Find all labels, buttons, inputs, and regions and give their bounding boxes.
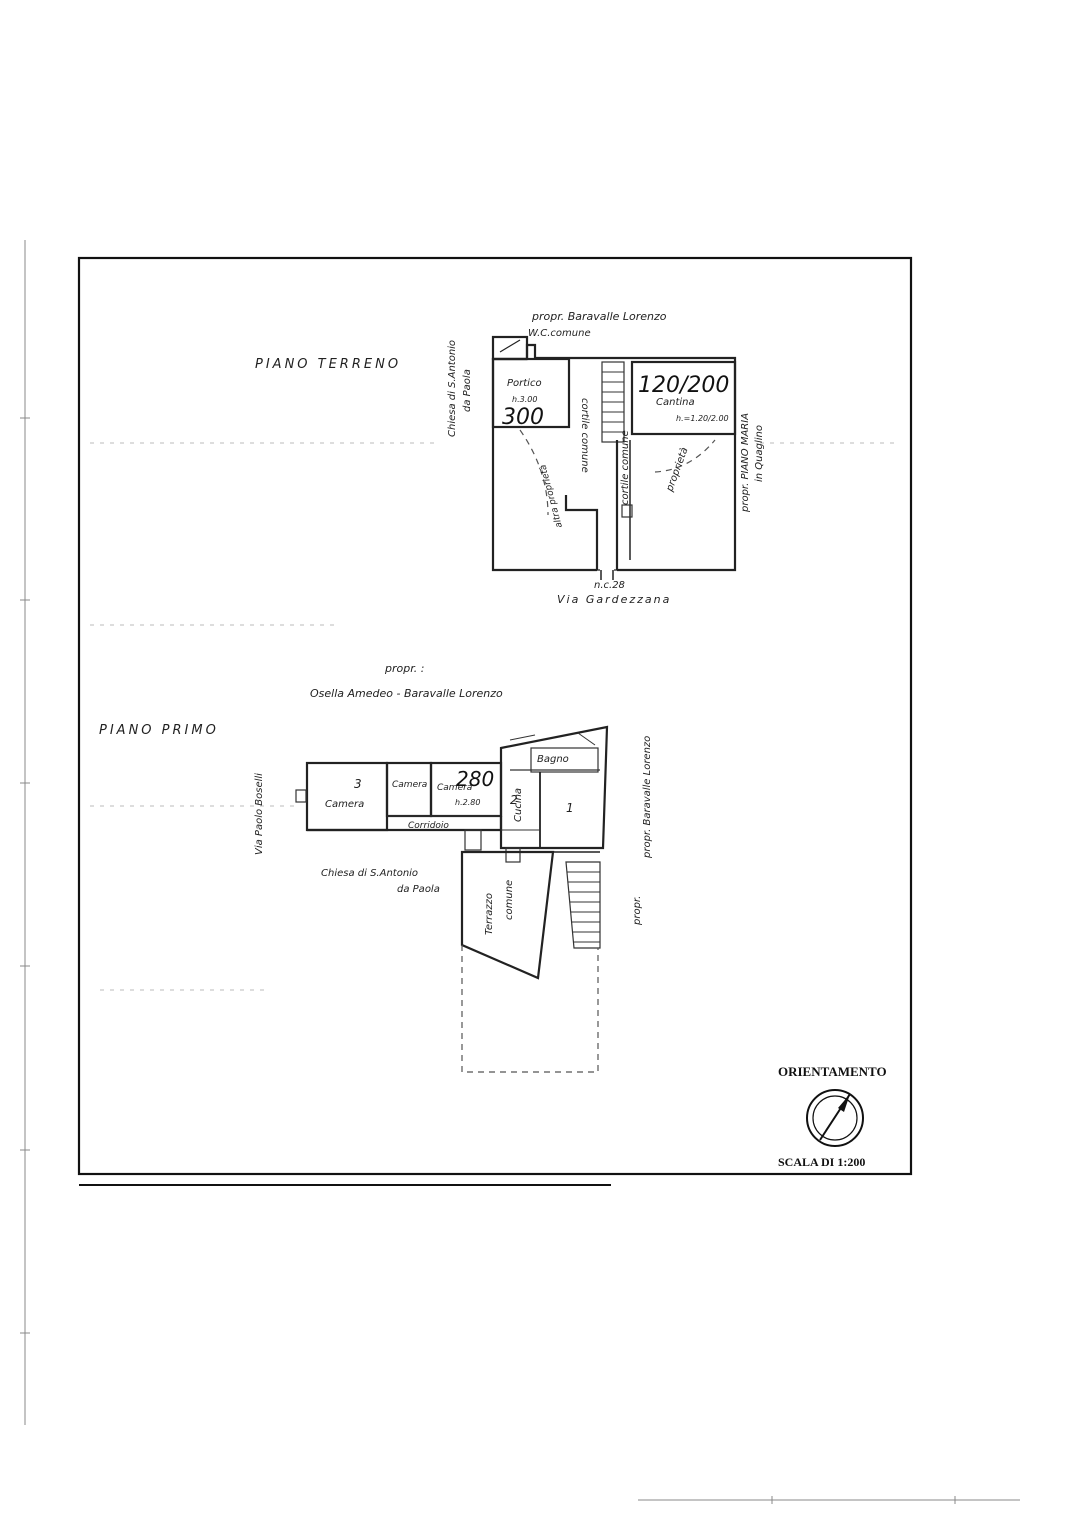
first-height-handwritten: 280 (456, 767, 494, 791)
portico-height: h.3.00 (512, 395, 537, 404)
first-floor-title: PIANO PRIMO (99, 723, 219, 738)
cantina-room (630, 360, 737, 436)
room-3-number: 3 (354, 777, 362, 791)
north-arrow-icon (806, 1089, 864, 1147)
first-church-line2: da Paola (397, 884, 440, 895)
corridoio-label: Corridoio (408, 821, 449, 831)
room-3-camera (305, 761, 389, 832)
owners-names: Osella Amedeo - Baravalle Lorenzo (310, 687, 503, 700)
camera-small-label: Camera (392, 780, 427, 790)
scan-guides (90, 442, 900, 991)
terrazzo-comune-label: comune (504, 880, 515, 920)
other-property-label: altra proprietà (538, 463, 564, 528)
cortile-lane-label: cortile comune (620, 430, 631, 505)
room-1-number: 1 (566, 801, 574, 815)
house-number: n.c.28 (594, 580, 625, 591)
first-floor-stair (565, 861, 601, 949)
ground-church-line2: da Paola (462, 369, 473, 412)
ground-church-line1: Chiesa di S.Antonio (447, 340, 458, 437)
street-label: Via Gardezzana (557, 593, 671, 606)
terrazzo-label: Terrazzo (484, 893, 495, 935)
room-2-label: Cucina (513, 788, 524, 822)
courtyard-dashed (461, 945, 599, 1073)
camera-mid-height: h.2.80 (455, 798, 480, 807)
first-floor-plan (295, 725, 609, 1073)
page-margin-marks (20, 240, 1020, 1504)
portico-label: Portico (507, 378, 542, 389)
right-owner-line1: propr. PIANO MARIA (740, 413, 751, 513)
corridor-walls (307, 816, 503, 832)
portico-room (491, 357, 571, 429)
ground-floor-title: PIANO TERRENO (255, 357, 401, 372)
ground-floor-plan (491, 335, 737, 580)
room-2-number: 2 (510, 793, 518, 807)
room-3-label: Camera (325, 799, 364, 810)
first-church-line1: Chiesa di S.Antonio (321, 868, 418, 879)
left-street-label: Via Paolo Boselli (254, 773, 265, 855)
cantina-height: h.=1.20/2.00 (676, 414, 729, 423)
cantina-label: Cantina (656, 397, 695, 408)
wc-block (491, 335, 529, 361)
wc-comune-label: W.C.comune (528, 328, 591, 339)
right-owner-label: propr. Baravalle Lorenzo (642, 736, 653, 859)
terrazzo-outline (460, 850, 555, 980)
orientation-title: ORIENTAMENTO (778, 1064, 887, 1079)
cortile-arc (519, 429, 549, 516)
drawing-frame (77, 256, 913, 1176)
portico-height-handwritten: 300 (502, 405, 544, 430)
owners-prefix: propr. : (384, 662, 424, 675)
bagno-room (530, 747, 599, 773)
cantina-height-handwritten: 120/200 (638, 373, 729, 398)
right-owner-line2: in Quaglino (754, 425, 765, 482)
propr-right-label: propr. (632, 896, 643, 926)
scale-label: SCALA DI 1:200 (778, 1155, 865, 1169)
cortile-comune-label: cortile comune (579, 398, 590, 473)
ground-top-neighbour: propr. Baravalle Lorenzo (531, 310, 667, 323)
right-wing-outline (499, 725, 609, 850)
bagno-label: Bagno (537, 754, 569, 765)
camera-mid-label: Camera (437, 783, 472, 793)
